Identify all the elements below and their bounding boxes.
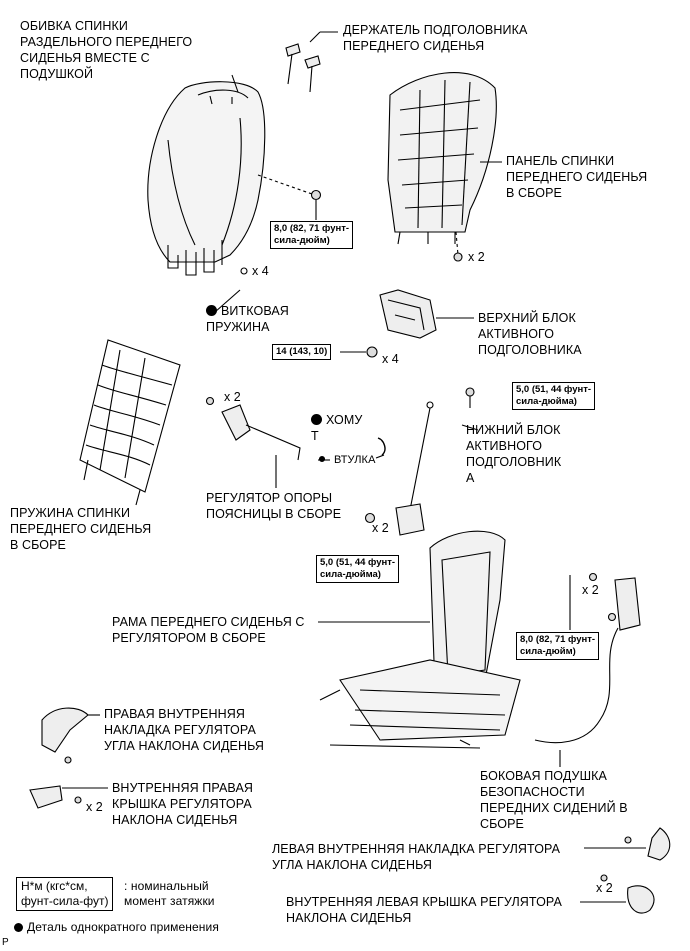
torque-spec-box: 5,0 (51, 44 фунт- сила-дюйма) (512, 382, 596, 410)
footer-code: P (2, 937, 9, 948)
label-lumbar-adjuster: РЕГУЛЯТОР ОПОРЫ ПОЯСНИЦЫ В СБОРЕ (206, 491, 342, 521)
lh-recliner-cap-drawing (580, 874, 655, 914)
side-airbag-drawing (534, 572, 641, 744)
label-headrest-support: ДЕРЖАТЕЛЬ ПОДГОЛОВНИКА ПЕРЕДНЕГО СИДЕНЬЯ (343, 23, 528, 53)
lower-active-headrest-drawing (364, 387, 475, 536)
non-reusable-marker-icon (311, 414, 322, 425)
legend-torque-desc: : номинальный момент затяжки (124, 879, 215, 908)
lumbar-adjuster-drawing (205, 396, 301, 488)
legend-torque-box: Н*м (кгс*см, фунт-сила-фут) (16, 877, 114, 911)
label-lower-active-headrest: НИЖНИЙ БЛОК АКТИВНОГО ПОДГОЛОВНИК А (466, 423, 562, 485)
torque-spec-box: 14 (143, 10) (272, 344, 332, 360)
quantity-label: x 4 (382, 352, 399, 366)
quantity-label: x 2 (582, 583, 599, 597)
label-lh-inner-recliner-cover: ЛЕВАЯ ВНУТРЕННЯЯ НАКЛАДКА РЕГУЛЯТОРА УГЛ… (272, 842, 561, 872)
rh-recliner-cap-drawing (29, 785, 108, 809)
lh-recliner-cover-drawing (584, 827, 671, 861)
torque-spec-box: 8,0 (82, 71 фунт- сила-дюйм) (516, 632, 600, 660)
seatback-cover-drawing (147, 81, 266, 276)
label-clamp: ХОМУ Т (311, 413, 363, 443)
label-seatback-panel: ПАНЕЛЬ СПИНКИ ПЕРЕДНЕГО СИДЕНЬЯ В СБОРЕ (506, 154, 648, 200)
non-reusable-marker-icon (206, 305, 217, 316)
rh-recliner-cover-drawing (41, 707, 100, 764)
label-upper-active-headrest: ВЕРХНИЙ БЛОК АКТИВНОГО ПОДГОЛОВНИКА (478, 311, 582, 357)
legend-non-reusable: Деталь однократного применения (14, 919, 219, 935)
quantity-label: x 4 (252, 264, 269, 278)
seatback-spring-drawing (79, 339, 181, 506)
quantity-label: x 2 (468, 250, 485, 264)
label-bushing: ВТУЛКА (334, 454, 376, 466)
label-hog-ring: ВИТКОВАЯ ПРУЖИНА (206, 304, 289, 334)
quantity-label: x 2 (224, 390, 241, 404)
seat-frame-drawing (319, 530, 521, 749)
headrest-support-drawing (285, 43, 321, 93)
torque-spec-box: 8,0 (82, 71 фунт- сила-дюйм) (270, 221, 354, 249)
seatback-panel-drawing (387, 72, 497, 245)
label-seatback-cover: ОБИВКА СПИНКИ РАЗДЕЛЬНОГО ПЕРЕДНЕГО СИДЕ… (20, 19, 193, 81)
label-seat-frame: РАМА ПЕРЕДНЕГО СИДЕНЬЯ С РЕГУЛЯТОРОМ В С… (112, 615, 305, 645)
quantity-label: x 2 (86, 800, 103, 814)
label-seatback-spring: ПРУЖИНА СПИНКИ ПЕРЕДНЕГО СИДЕНЬЯ В СБОРЕ (10, 506, 152, 552)
quantity-label: x 2 (372, 521, 389, 535)
torque-spec-box: 5,0 (51, 44 фунт- сила-дюйма) (316, 555, 400, 583)
quantity-label: x 2 (596, 881, 613, 895)
non-reusable-marker-icon (14, 923, 23, 932)
label-side-airbag: БОКОВАЯ ПОДУШКА БЕЗОПАСНОСТИ ПЕРЕДНИХ СИ… (480, 769, 628, 831)
label-rh-inner-recliner-cover: ПРАВАЯ ВНУТРЕННЯЯ НАКЛАДКА РЕГУЛЯТОРА УГ… (104, 707, 264, 753)
label-rh-inner-recliner-cap: ВНУТРЕННЯЯ ПРАВАЯ КРЫШКА РЕГУЛЯТОРА НАКЛ… (112, 781, 254, 827)
label-lh-inner-recliner-cap: ВНУТРЕННЯЯ ЛЕВАЯ КРЫШКА РЕГУЛЯТОРА НАКЛО… (286, 895, 562, 925)
upper-active-headrest-drawing (379, 289, 437, 339)
